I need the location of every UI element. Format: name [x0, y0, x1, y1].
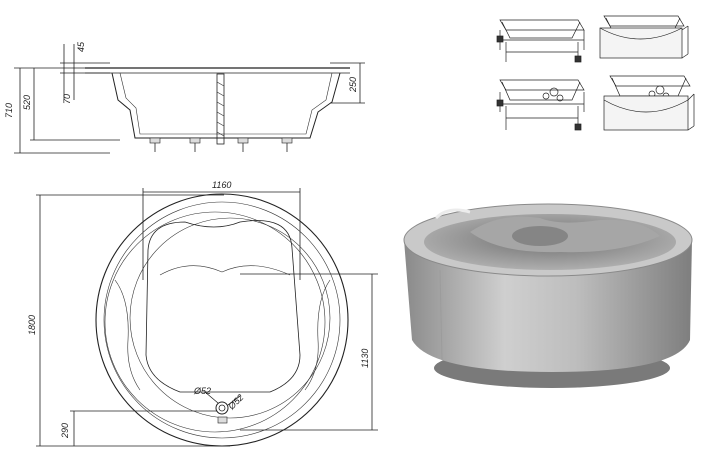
- tub-3d-render: [403, 203, 693, 388]
- dim-drain-2: Ø52: [226, 392, 246, 412]
- dim-inner-depth: 1130: [360, 349, 370, 368]
- dim-drain-1: Ø52: [193, 386, 211, 396]
- dim-seat-height: 250: [348, 77, 358, 93]
- dim-rim-height: 45: [76, 41, 86, 52]
- tub-on-frame-icon: [496, 19, 585, 63]
- dim-inner-width: 1160: [212, 180, 231, 190]
- installation-variants: [496, 15, 695, 131]
- dim-height-total: 710: [4, 103, 14, 118]
- dim-drain-offset: 290: [60, 423, 70, 439]
- dim-diameter: 1800: [27, 315, 37, 335]
- dim-inner-step: 70: [62, 94, 72, 104]
- dim-height-body: 520: [22, 95, 32, 110]
- top-plan-view: 1800 1160 1130 290 Ø52 Ø52: [27, 180, 378, 447]
- tub-legs: [149, 137, 293, 152]
- hydro-tub-with-panel-icon: [603, 75, 695, 131]
- side-elevation-view: 710 520 45 70 250: [4, 41, 365, 154]
- hydro-tub-on-frame-icon: [496, 79, 585, 131]
- tub-with-panel-icon: [599, 15, 689, 59]
